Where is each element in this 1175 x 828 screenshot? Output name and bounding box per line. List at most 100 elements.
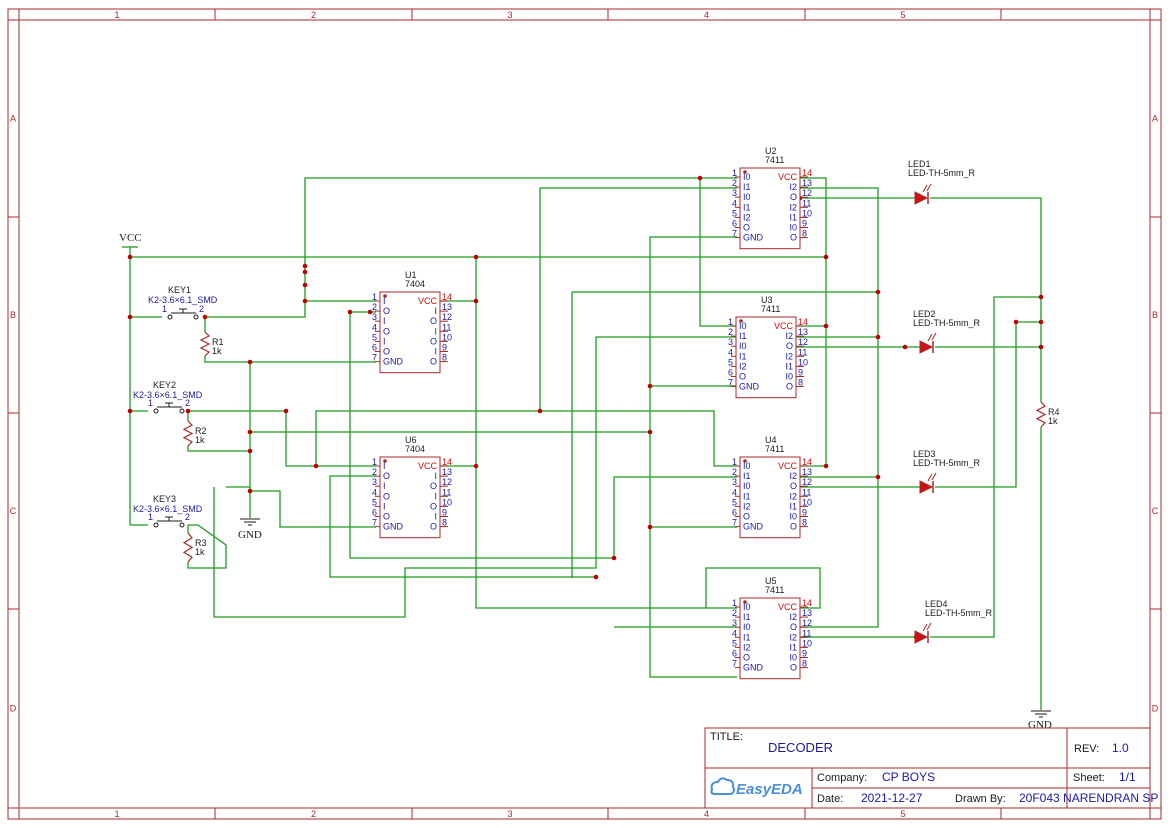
pin-number: 3	[732, 188, 737, 198]
pin-name: I2	[743, 212, 751, 222]
pin-number: 3	[732, 618, 737, 628]
pin-number: 2	[372, 302, 377, 312]
pin-number: 4	[732, 198, 737, 208]
junction-dot	[247, 359, 253, 365]
pin-number: 14	[802, 168, 812, 178]
sheet-label: Sheet:	[1073, 772, 1105, 784]
junction-dot	[875, 334, 881, 340]
pin-name: I0	[743, 192, 751, 202]
zone-row-right-D: D	[1152, 704, 1159, 714]
pin-name: O	[739, 372, 746, 382]
pin-name: I0	[743, 602, 751, 612]
pin-number: 6	[732, 508, 737, 518]
junction-dot	[302, 298, 308, 304]
led-ref: LED4	[925, 599, 948, 609]
junction-dot	[823, 254, 829, 260]
pin-name: I	[383, 296, 386, 306]
zone-col-top-2: 2	[311, 10, 316, 20]
junction-dot	[302, 282, 308, 288]
pin-name: O	[790, 663, 797, 673]
junction-dot	[1038, 294, 1044, 300]
pin-number: 1	[372, 457, 377, 467]
pin-name: O	[383, 347, 390, 357]
switch-ref: KEY1	[168, 285, 191, 295]
pin-number: 14	[442, 292, 452, 302]
zone-col-top-5: 5	[900, 10, 905, 20]
pin-name: O	[786, 341, 793, 351]
pin-number: 8	[802, 518, 807, 528]
pin-name: I2	[789, 471, 797, 481]
led-value: LED-TH-5mm_R	[908, 168, 976, 178]
pin-number: 5	[372, 497, 377, 507]
pin-name: I0	[789, 223, 797, 233]
resistor-ref: R3	[195, 538, 207, 548]
chip-ref: U5	[765, 576, 777, 586]
resistor-value: 1k	[195, 547, 205, 557]
resistor-value: 1k	[1048, 416, 1058, 426]
pin-number: 10	[798, 357, 808, 367]
pin-number: 3	[372, 312, 377, 322]
pin-name: I	[434, 306, 437, 316]
pin-number: 13	[802, 178, 812, 188]
pin-number: 6	[732, 219, 737, 229]
pin-number: 14	[802, 457, 812, 467]
pin-name: I	[434, 326, 437, 336]
pin-name: O	[383, 512, 390, 522]
junction-dot	[347, 309, 353, 315]
pin-name: I1	[743, 632, 751, 642]
junction-dot	[1038, 344, 1044, 350]
pin-name: I2	[785, 351, 793, 361]
pin-number: 4	[732, 487, 737, 497]
pin-name: I2	[789, 182, 797, 192]
pin-number: 9	[442, 343, 447, 353]
chip-part: 7411	[765, 444, 784, 454]
pin-name: O	[383, 491, 390, 501]
zone-row-right-C: C	[1152, 506, 1159, 516]
chip-part: 7404	[405, 444, 425, 454]
pin-name: O	[743, 512, 750, 522]
pin-name: I0	[789, 512, 797, 522]
pin-number: 7	[732, 659, 737, 669]
pin-name: I1	[785, 361, 793, 371]
junction-dot	[247, 448, 253, 454]
sheet-value: 1/1	[1119, 770, 1136, 784]
pin-name: I2	[785, 331, 793, 341]
pin-number: 8	[442, 353, 447, 363]
pin-name: O	[430, 336, 437, 346]
led-ref: LED2	[913, 309, 936, 319]
zone-col-top-1: 1	[114, 10, 119, 20]
pin-name: O	[383, 306, 390, 316]
pin-name: I1	[743, 612, 751, 622]
pin-number: 7	[732, 518, 737, 528]
pin-number: 4	[372, 487, 377, 497]
zone-row-left-B: B	[10, 310, 16, 320]
switch-pin1: 1	[162, 304, 167, 314]
vcc-label: VCC	[119, 232, 142, 244]
pin-number: 8	[798, 378, 803, 388]
junction-dot	[367, 309, 373, 315]
chip-ref: U6	[405, 435, 417, 445]
junction-dot	[302, 269, 308, 275]
pin-name: O	[790, 481, 797, 491]
pin-name: I2	[789, 491, 797, 501]
pin-number: 12	[802, 618, 812, 628]
pin-name: I2	[743, 501, 751, 511]
easyeda-logo-text: EasyEDA	[736, 781, 803, 798]
pin-number: 14	[798, 317, 808, 327]
resistor-ref: R1	[212, 337, 224, 347]
pin-number: 13	[798, 327, 808, 337]
pin-name: O	[430, 357, 437, 367]
pin-name: VCC	[778, 461, 798, 471]
pin-name: I	[383, 481, 386, 491]
pin-number: 9	[442, 508, 447, 518]
rev-value: 1.0	[1112, 741, 1129, 755]
rev-label: REV:	[1074, 743, 1099, 755]
pin-name: I0	[789, 653, 797, 663]
